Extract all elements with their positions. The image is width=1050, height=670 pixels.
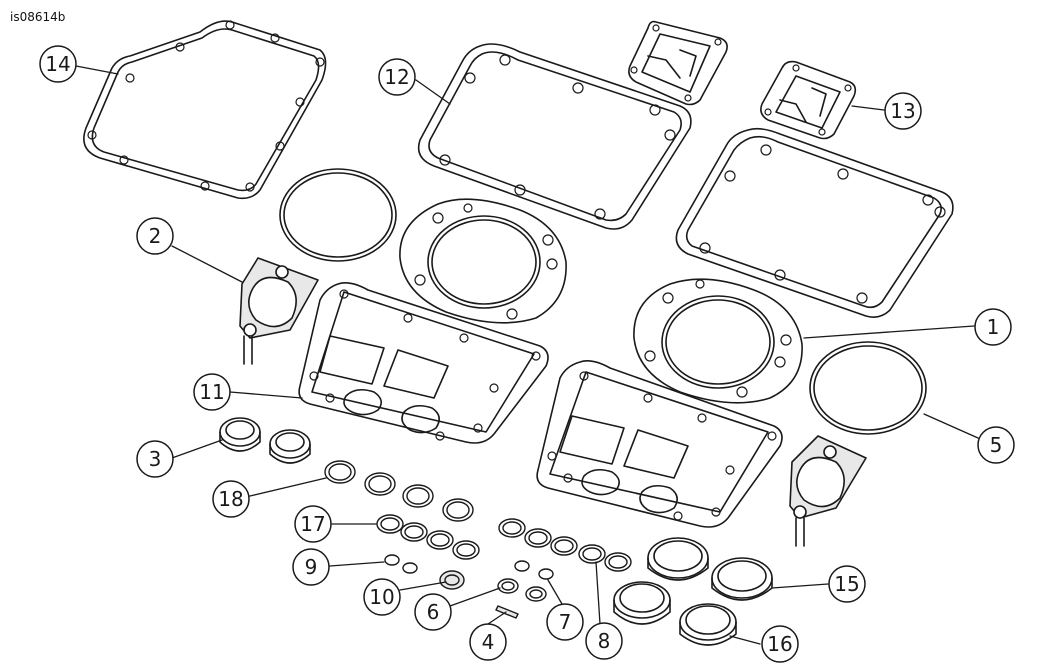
leader-lines xyxy=(75,65,979,645)
figure-id: is08614b xyxy=(10,10,66,24)
callout-3: 3 xyxy=(136,440,174,478)
callout-label: 3 xyxy=(149,447,162,471)
breather-gasket-lower xyxy=(760,60,857,140)
o-ring-cluster-right xyxy=(495,518,632,619)
callout-label: 14 xyxy=(45,52,70,76)
lifter-cover-right xyxy=(789,435,867,547)
callouts: 1 2 3 4 5 6 7 8 9 10 11 12 13 14 15 16 1… xyxy=(39,45,1015,663)
callout-label: 12 xyxy=(384,65,409,89)
o-ring-cluster-left xyxy=(324,460,480,590)
callout-label: 1 xyxy=(987,315,1000,339)
lifter-cover-left xyxy=(239,257,319,365)
callout-label: 4 xyxy=(482,630,495,654)
o-ring-large-left xyxy=(279,168,397,262)
callout-1: 1 xyxy=(974,308,1012,346)
callout-13: 13 xyxy=(884,92,922,130)
cam-cover-gasket xyxy=(83,20,327,200)
callout-15: 15 xyxy=(828,565,866,603)
callout-label: 9 xyxy=(305,555,318,579)
callout-label: 2 xyxy=(149,224,162,248)
callout-18: 18 xyxy=(212,480,250,518)
callout-11: 11 xyxy=(193,373,231,411)
callout-12: 12 xyxy=(378,58,416,96)
needle-bearings xyxy=(219,417,311,464)
head-gasket-right xyxy=(633,278,803,404)
callout-label: 8 xyxy=(598,629,611,653)
callout-label: 7 xyxy=(559,610,572,634)
rocker-support-gasket-left xyxy=(298,282,549,444)
callout-8: 8 xyxy=(585,622,623,660)
callout-5: 5 xyxy=(977,426,1015,464)
callout-label: 16 xyxy=(767,632,792,656)
breather-gasket-upper xyxy=(628,20,728,106)
callout-label: 6 xyxy=(427,600,440,624)
callout-10: 10 xyxy=(363,578,401,616)
callout-17: 17 xyxy=(294,505,332,543)
callout-label: 5 xyxy=(990,433,1003,457)
callout-label: 13 xyxy=(890,99,915,123)
callout-9: 9 xyxy=(292,548,330,586)
callout-6: 6 xyxy=(414,593,452,631)
callout-7: 7 xyxy=(546,603,584,641)
rocker-support-gasket-right xyxy=(536,360,783,528)
callout-label: 11 xyxy=(199,380,224,404)
rocker-cover-gasket-left xyxy=(417,43,692,230)
callout-14: 14 xyxy=(39,45,77,83)
callout-label: 18 xyxy=(218,487,243,511)
callout-16: 16 xyxy=(761,625,799,663)
rocker-cover-gasket-right xyxy=(675,127,954,318)
callout-label: 10 xyxy=(369,585,394,609)
cup-seals xyxy=(613,537,773,646)
callout-2: 2 xyxy=(136,217,174,255)
o-ring-large-right xyxy=(809,341,927,435)
head-gasket-left xyxy=(399,198,567,324)
callout-label: 17 xyxy=(300,512,325,536)
callout-4: 4 xyxy=(469,623,507,661)
callout-label: 15 xyxy=(834,572,859,596)
